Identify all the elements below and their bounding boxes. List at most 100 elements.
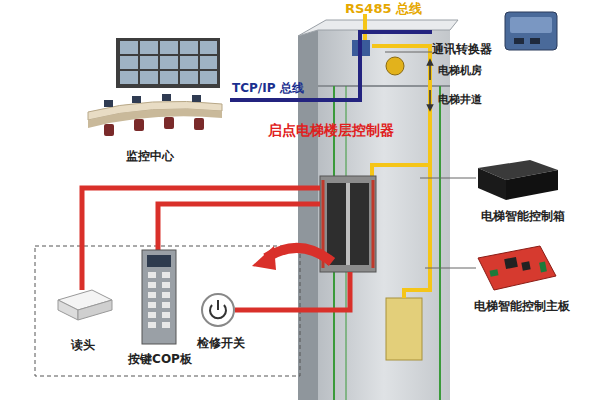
up-arrow [429, 62, 431, 80]
screens [120, 41, 217, 84]
annotation-label: RS485 总线 [345, 0, 422, 18]
screen [200, 41, 217, 54]
terminal [539, 262, 547, 273]
main-board: 电梯智能控制主板 [452, 238, 592, 315]
screen [140, 41, 158, 54]
button [162, 322, 170, 328]
video-wall [116, 38, 220, 88]
bus-label: TCP/IP 总线 [232, 80, 304, 97]
wire [235, 272, 350, 310]
annotation-label: 电梯井道 [438, 92, 482, 107]
big-red-arrow [266, 248, 332, 262]
traction-machine [386, 57, 404, 75]
wire [82, 188, 320, 290]
red-wires [82, 188, 350, 310]
cop-panel-icon [142, 250, 176, 344]
button [148, 312, 156, 318]
screen [180, 71, 198, 84]
car-door [327, 183, 369, 265]
cop-display [147, 255, 171, 267]
screen [200, 71, 217, 84]
rs485-bus-line [363, 14, 367, 40]
switch-body [202, 294, 234, 326]
big-red-arrow-head [252, 246, 276, 270]
screen [120, 56, 138, 69]
button [148, 322, 156, 328]
card-reader: 读头 [45, 272, 120, 354]
down-arrow [429, 90, 431, 108]
screen [160, 41, 178, 54]
chair [104, 124, 114, 136]
leader-line [420, 178, 476, 179]
monitor [132, 96, 141, 103]
chair [164, 117, 174, 129]
chair [134, 119, 144, 131]
car-door-gap [346, 183, 350, 265]
screen [120, 41, 138, 54]
box-side [506, 170, 558, 200]
node-label: 检修开关 [197, 335, 245, 352]
converter-body [505, 12, 557, 50]
monitor [104, 100, 113, 107]
chip [504, 257, 518, 269]
main-board-device [478, 246, 556, 290]
converter-port [530, 38, 540, 44]
annotation-label: 启点电梯楼层控制器 [268, 122, 394, 140]
screen [200, 56, 217, 69]
screen [180, 56, 198, 69]
guide-rail [439, 86, 441, 400]
cop-buttons [148, 272, 170, 328]
annotation-label: 电梯机房 [438, 63, 482, 78]
node-label: 通讯转换器 [432, 41, 492, 58]
screen [180, 41, 198, 54]
shaft-front-face [318, 30, 450, 400]
rs485-bus-line [372, 46, 430, 298]
chairs [104, 117, 204, 136]
leader-line [385, 52, 432, 53]
monitor [192, 95, 201, 102]
button [148, 272, 156, 278]
cop-body [142, 250, 176, 344]
reader-front [58, 300, 78, 320]
button [148, 302, 156, 308]
converter-face [510, 17, 552, 33]
monitoring-center-illustration [88, 38, 222, 136]
power-symbol [217, 300, 219, 310]
chip [521, 261, 530, 270]
screen [140, 56, 158, 69]
control-box-device [478, 160, 558, 200]
node-label: 读头 [71, 337, 95, 354]
button [148, 292, 156, 298]
maintenance-switch: 检修开关 [186, 288, 256, 352]
button [162, 292, 170, 298]
converter-device: 通讯转换器 [432, 6, 567, 58]
converter-port [514, 38, 524, 44]
screen [160, 56, 178, 69]
terminal [490, 269, 499, 276]
box-front [478, 168, 506, 200]
node-label: 按键COP板 [128, 351, 192, 368]
node-label: 电梯智能控制箱 [481, 208, 565, 225]
chair [194, 118, 204, 130]
leader-line [425, 268, 476, 269]
cop-panel: 按键COP板 [122, 244, 198, 368]
screen [160, 71, 178, 84]
button [162, 282, 170, 288]
card-reader-icon [58, 290, 112, 320]
elevator-building [298, 14, 458, 400]
monitoring-center: 监控中心 [70, 35, 230, 165]
screen [140, 71, 158, 84]
button [162, 312, 170, 318]
node-label: 电梯智能控制主板 [474, 298, 570, 315]
converter-in-room [352, 40, 370, 56]
desk-monitors [104, 94, 201, 107]
car-frame [372, 180, 375, 268]
monitor [162, 94, 171, 101]
node-label: 监控中心 [126, 148, 174, 165]
button [148, 282, 156, 288]
screen [120, 71, 138, 84]
shaft-roof [298, 20, 458, 36]
button [162, 302, 170, 308]
control-box: 电梯智能控制箱 [455, 145, 590, 225]
